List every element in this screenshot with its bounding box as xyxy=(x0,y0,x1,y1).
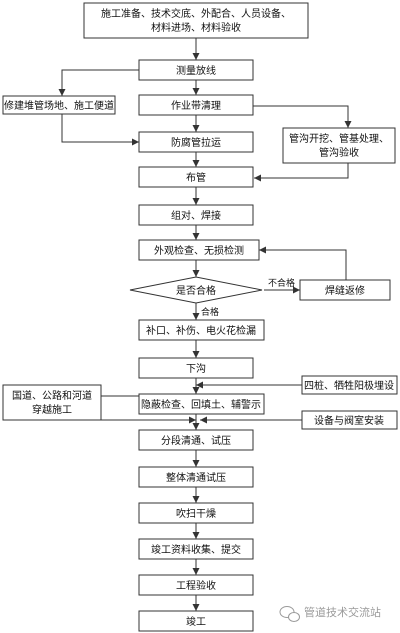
node-trench-line1: 管沟开挖、管基处理、 xyxy=(289,132,389,145)
node-survey: 测量放线 xyxy=(138,59,254,81)
node-dry: 吹扫干燥 xyxy=(138,502,254,524)
node-weld: 组对、焊接 xyxy=(138,204,254,226)
node-docs: 竣工资料收集、提交 xyxy=(138,538,254,560)
node-repair: 焊缝返修 xyxy=(299,279,391,301)
watermark: 管道技术交流站 xyxy=(279,605,381,622)
node-piles: 四桩、牺牲阳极埋设 xyxy=(301,375,398,395)
node-valve: 设备与阀室安装 xyxy=(301,410,398,430)
node-lower-text: 下沟 xyxy=(186,362,206,375)
node-haul: 防腐管拉运 xyxy=(138,131,254,153)
label-pass: 合格 xyxy=(201,306,219,318)
node-docs-text: 竣工资料收集、提交 xyxy=(151,543,241,556)
label-fail: 不合格 xyxy=(268,277,295,289)
node-crossing-line1: 国道、公路和河道 xyxy=(12,389,92,402)
node-whole-test-text: 整体清通试压 xyxy=(166,471,226,484)
node-dry-text: 吹扫干燥 xyxy=(176,507,216,520)
node-valve-text: 设备与阀室安装 xyxy=(314,414,384,427)
node-prep-line1: 施工准备、技术交底、外配合、人员设备、 xyxy=(101,7,291,20)
node-lower: 下沟 xyxy=(138,357,254,379)
watermark-text: 管道技术交流站 xyxy=(304,605,381,619)
node-build-site: 修建堆管场地、施工便道 xyxy=(2,95,116,115)
node-row-clear: 作业带清理 xyxy=(138,94,254,116)
node-prep: 施工准备、技术交底、外配合、人员设备、 材料进场、材料验收 xyxy=(83,2,309,39)
node-whole-test: 整体清通试压 xyxy=(138,466,254,488)
node-trench: 管沟开挖、管基处理、 管沟验收 xyxy=(282,127,396,164)
node-weld-text: 组对、焊接 xyxy=(171,209,221,222)
node-acceptance-text: 工程验收 xyxy=(176,579,216,592)
node-haul-text: 防腐管拉运 xyxy=(171,136,221,149)
node-complete-text: 竣工 xyxy=(186,615,206,628)
node-section-test-text: 分段清通、试压 xyxy=(161,434,231,447)
node-pipe-lay: 布管 xyxy=(138,166,254,188)
node-piles-text: 四桩、牺牲阳极埋设 xyxy=(304,379,394,392)
node-inspect-text: 外观检查、无损检测 xyxy=(154,244,244,257)
node-pipe-lay-text: 布管 xyxy=(186,171,206,184)
chat-bubble-icon xyxy=(279,606,300,622)
node-backfill: 隐蔽检查、回填土、辅警示 xyxy=(138,393,265,415)
node-acceptance: 工程验收 xyxy=(138,574,254,596)
node-qualified-decision: 是否合格 xyxy=(129,276,263,304)
node-inspect: 外观检查、无损检测 xyxy=(138,239,260,261)
node-crossing: 国道、公路和河道 穿越施工 xyxy=(2,384,102,421)
node-section-test: 分段清通、试压 xyxy=(138,429,254,451)
node-patch-text: 补口、补伤、电火花检漏 xyxy=(146,324,256,337)
node-survey-text: 测量放线 xyxy=(176,64,216,77)
node-crossing-line2: 穿越施工 xyxy=(32,403,72,416)
node-prep-line2: 材料进场、材料验收 xyxy=(151,21,241,34)
node-trench-line2: 管沟验收 xyxy=(319,146,359,159)
node-patch: 补口、补伤、电火花检漏 xyxy=(138,319,265,341)
node-backfill-text: 隐蔽检查、回填土、辅警示 xyxy=(141,398,261,411)
node-build-site-text: 修建堆管场地、施工便道 xyxy=(4,99,114,112)
node-qualified-text: 是否合格 xyxy=(176,284,216,297)
node-row-clear-text: 作业带清理 xyxy=(171,99,221,112)
node-complete: 竣工 xyxy=(138,610,254,632)
node-repair-text: 焊缝返修 xyxy=(325,284,365,297)
